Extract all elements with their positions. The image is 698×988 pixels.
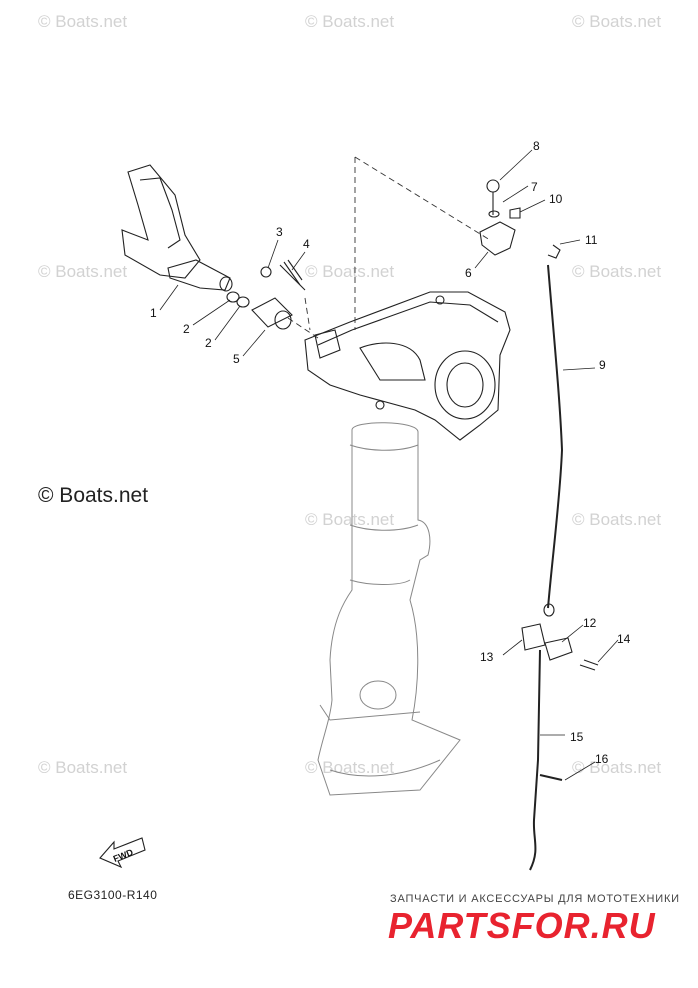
shift-rod-drawing — [547, 264, 564, 609]
lower-casing-drawing — [317, 422, 461, 796]
watermark: © Boats.net — [38, 12, 128, 31]
upper-casing-drawing — [304, 291, 511, 441]
watermark-main: © Boats.net — [38, 484, 149, 507]
clamp-drawing — [521, 623, 546, 651]
callout-1: 1 — [150, 306, 157, 320]
watermark: © Boats.net — [305, 758, 395, 777]
callout-8: 8 — [533, 139, 540, 153]
callout-15: 15 — [570, 730, 584, 744]
callout-16: 16 — [595, 752, 609, 766]
rod-end-drawing — [543, 603, 555, 617]
joint-drawing — [544, 637, 573, 661]
callout-6: 6 — [465, 266, 472, 280]
callout-10: 10 — [549, 192, 563, 206]
lower-shift-rod-drawing — [529, 649, 541, 871]
callout-13: 13 — [480, 650, 494, 664]
callout-3: 3 — [276, 225, 283, 239]
watermark: © Boats.net — [38, 758, 128, 777]
watermark: © Boats.net — [305, 12, 395, 31]
watermark: © Boats.net — [572, 262, 662, 281]
assembly-lines — [287, 156, 491, 339]
tiller-handle-drawing — [121, 164, 233, 292]
callout-9: 9 — [599, 358, 606, 372]
bracket-drawing — [479, 179, 521, 256]
watermark: © Boats.net — [38, 262, 128, 281]
watermark: © Boats.net — [572, 510, 662, 529]
clip-drawing — [547, 244, 561, 259]
watermark: © Boats.net — [305, 262, 395, 281]
watermark: © Boats.net — [572, 12, 662, 31]
callout-12: 12 — [583, 616, 597, 630]
callout-4: 4 — [303, 237, 310, 251]
fwd-arrow-icon — [99, 837, 146, 869]
callout-leaders — [159, 149, 619, 781]
pin-drawing — [539, 774, 563, 781]
o-ring-drawing — [226, 291, 240, 303]
diagram-code: 6EG3100-R140 — [68, 888, 158, 902]
watermark: © Boats.net — [305, 510, 395, 529]
collar-drawing — [251, 297, 293, 330]
callout-2: 2 — [183, 322, 190, 336]
bolt-drawing — [579, 659, 599, 671]
o-ring-drawing — [236, 296, 250, 308]
callout-2: 2 — [205, 336, 212, 350]
callout-11: 11 — [585, 233, 598, 247]
fwd-label: FWD — [112, 847, 135, 864]
callout-7: 7 — [531, 180, 538, 194]
ball-drawing — [260, 266, 272, 278]
callout-5: 5 — [233, 352, 240, 366]
ad-logo: PARTSFOR.RU — [388, 905, 656, 946]
ad-tagline: ЗАПЧАСТИ И АКСЕССУАРЫ ДЛЯ МОТОТЕХНИКИ — [390, 893, 680, 905]
spring-drawing — [279, 259, 306, 291]
callout-14: 14 — [617, 632, 631, 646]
